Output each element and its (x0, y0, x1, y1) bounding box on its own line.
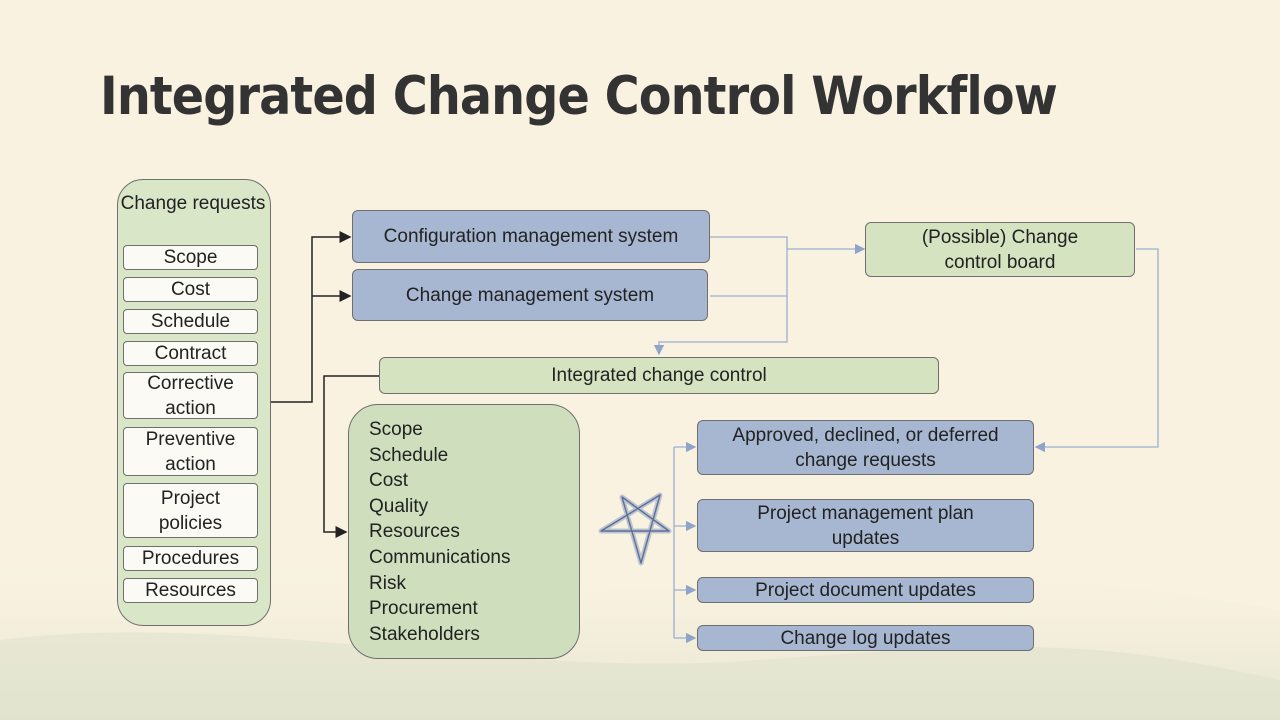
request-item-scope: Scope (123, 245, 258, 270)
pentagram-star-icon (598, 492, 672, 566)
request-item-project-policies: Project policies (123, 483, 258, 538)
area-item: Stakeholders (369, 623, 480, 645)
knowledge-areas-list: Scope Schedule Cost Quality Resources Co… (369, 417, 511, 647)
request-item-resources: Resources (123, 578, 258, 603)
request-item-schedule: Schedule (123, 309, 258, 334)
request-item-preventive-action: Preventive action (123, 427, 258, 476)
area-item: Schedule (369, 444, 449, 466)
knowledge-areas-panel (348, 404, 580, 659)
output-approved-declined-deferred: Approved, declined, or deferred change r… (697, 420, 1034, 475)
area-item: Quality (369, 495, 429, 517)
request-item-contract: Contract (123, 341, 258, 366)
request-item-cost: Cost (123, 277, 258, 302)
output-project-document-updates: Project document updates (697, 577, 1034, 603)
change-management-system-box: Change management system (352, 269, 708, 321)
area-item: Procurement (369, 598, 478, 620)
area-item: Resources (369, 521, 460, 543)
request-item-procedures: Procedures (123, 546, 258, 571)
area-item: Communications (369, 546, 511, 568)
request-item-corrective-action: Corrective action (123, 372, 258, 419)
configuration-management-system-box: Configuration management system (352, 210, 710, 263)
area-item: Scope (369, 419, 423, 440)
page-title: Integrated Change Control Workflow (100, 66, 1058, 127)
area-item: Cost (369, 470, 409, 492)
area-item: Risk (369, 572, 406, 594)
change-requests-heading: Change requests (120, 193, 266, 214)
integrated-change-control-bar: Integrated change control (379, 357, 939, 394)
output-project-management-plan-updates: Project management plan updates (697, 499, 1034, 552)
change-control-board-box: (Possible) Change control board (865, 222, 1135, 277)
output-change-log-updates: Change log updates (697, 625, 1034, 651)
